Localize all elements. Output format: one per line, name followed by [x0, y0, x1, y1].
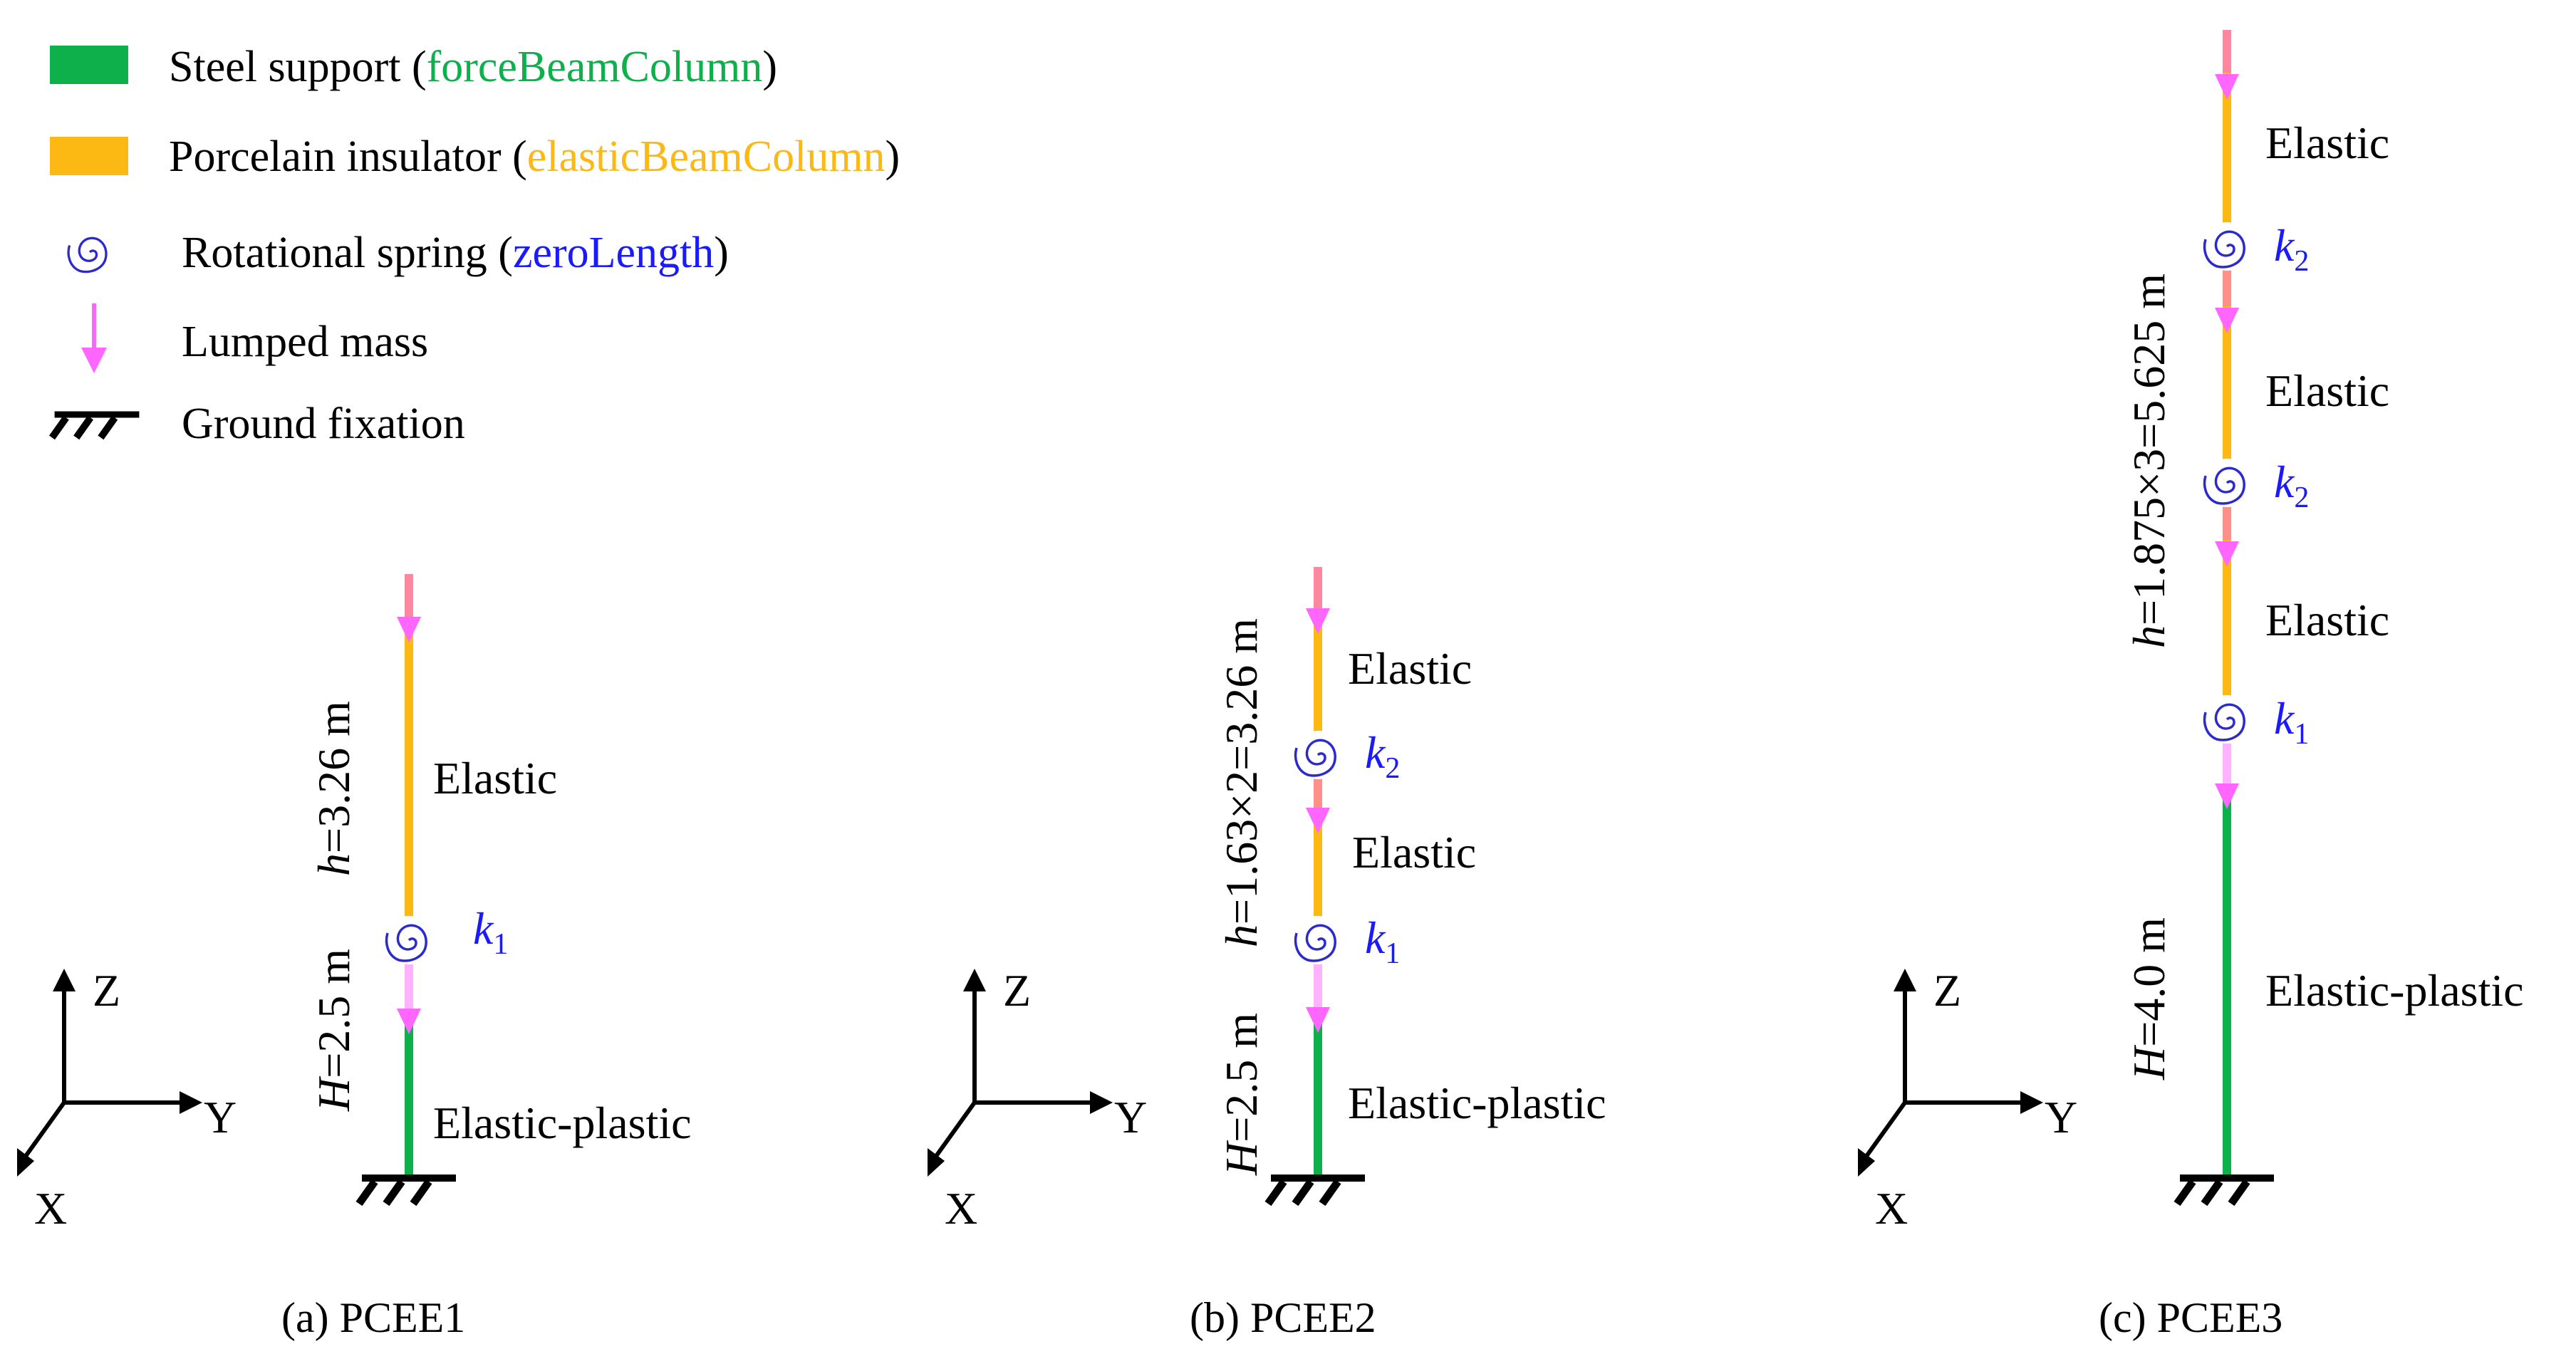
legend-steel-element: forceBeamColumn: [427, 43, 763, 91]
legend-spring-text: Rotational spring (: [182, 229, 513, 277]
model-pcee3: Z Y X k2 k2 k1 Elastic Elastic Elastic E…: [1858, 30, 2524, 1341]
caption-c: (c) PCEE3: [2099, 1294, 2282, 1341]
coordinate-axes-a: Z Y X: [17, 965, 237, 1234]
lumped-mass-arrow: [2215, 541, 2239, 567]
segment-label-elastic: Elastic: [2265, 118, 2389, 168]
legend-porcelain-element: elasticBeamColumn: [527, 132, 886, 181]
ground-fixation-icon: [1268, 1174, 1365, 1204]
segment-label-elastic: Elastic: [1352, 827, 1476, 877]
legend-porcelain-text: Porcelain insulator (: [169, 132, 527, 181]
lumped-mass-arrow: [1306, 1007, 1330, 1033]
porcelain-segment: [405, 574, 413, 937]
dimension-lower-c: H=4.0 m: [2124, 917, 2174, 1080]
porcelain-color-swatch: [50, 137, 128, 175]
lumped-mass-arrow: [397, 617, 421, 642]
lumped-mass-arrow: [2215, 308, 2239, 333]
svg-text:Steel support (forceBeamColumn: Steel support (forceBeamColumn): [169, 43, 777, 91]
dimension-upper-b: h=1.63×2=3.26 m: [1216, 618, 1267, 947]
spiral-spring-icon: [2201, 457, 2253, 509]
legend: Steel support (forceBeamColumn) Porcelai…: [50, 43, 900, 448]
spiral-spring-icon: [1292, 915, 1344, 966]
legend-mass-text: Lumped mass: [182, 318, 428, 366]
porcelain-tip: [2223, 30, 2231, 73]
porcelain-tip: [1314, 567, 1322, 610]
svg-text:Porcelain insulator (elasticBe: Porcelain insulator (elasticBeamColumn): [169, 132, 900, 181]
dimension-upper-a: h=3.26 m: [308, 701, 359, 876]
model-pcee2: Z Y X k2 k1 Elastic Elastic Elastic-plas…: [928, 567, 1606, 1341]
segment-label-elastic: Elastic: [2265, 595, 2389, 645]
dimension-lower-b: H=2.5 m: [1216, 1013, 1267, 1176]
legend-steel-text: Steel support (: [169, 43, 427, 91]
steel-segment: [405, 1014, 413, 1175]
spring-label-k1: k1: [473, 903, 508, 961]
ground-fixation-icon: [2177, 1174, 2274, 1204]
coordinate-axes-b: Z Y X: [928, 965, 1147, 1234]
spiral-spring-icon: [2201, 221, 2253, 272]
axis-y-label: Y: [204, 1092, 237, 1142]
legend-spring-element: zeroLength: [513, 229, 714, 277]
lumped-mass-arrow: [397, 1009, 421, 1034]
legend-item-ground: Ground fixation: [52, 400, 465, 448]
spiral-spring-icon: [66, 228, 114, 276]
legend-item-porcelain: Porcelain insulator (elasticBeamColumn): [50, 132, 900, 181]
down-arrow-icon: [81, 303, 107, 373]
model-pcee1: Z Y X k1 Elastic Elastic-plastic h=3.26 …: [17, 574, 692, 1341]
lumped-mass-arrow: [2215, 783, 2239, 809]
axis-y-label: Y: [2045, 1092, 2077, 1142]
porcelain-tip: [405, 574, 413, 617]
spiral-spring-icon: [383, 915, 435, 966]
axis-x-label: X: [1875, 1183, 1908, 1234]
segment-label-elastic: Elastic: [2265, 365, 2389, 416]
lumped-mass-arrow: [2215, 74, 2239, 100]
steel-segment: [2223, 799, 2231, 1175]
legend-item-steel: Steel support (forceBeamColumn): [50, 43, 777, 91]
spring-label-k2: k2: [2274, 220, 2309, 278]
steel-color-swatch: [50, 46, 128, 84]
svg-text:Rotational spring (zeroLength): Rotational spring (zeroLength): [182, 229, 729, 277]
spiral-spring-icon: [2201, 694, 2253, 745]
ground-fixation-icon: [52, 412, 139, 438]
lumped-mass-arrow: [1306, 808, 1330, 833]
caption-b: (b) PCEE2: [1190, 1294, 1376, 1341]
dimension-upper-c: h=1.875×3=5.625 m: [2124, 274, 2174, 648]
spring-label-k2: k2: [1365, 727, 1400, 785]
steel-segment: [1314, 1014, 1322, 1175]
axis-z-label: Z: [93, 965, 120, 1016]
lumped-mass-arrow: [1306, 608, 1330, 634]
spiral-spring-icon: [1292, 729, 1344, 781]
ground-fixation-icon: [359, 1174, 456, 1204]
spring-label-k2: k2: [2274, 457, 2309, 514]
segment-label-elastic-plastic: Elastic-plastic: [2265, 965, 2524, 1016]
segment-label-elastic-plastic: Elastic-plastic: [1348, 1078, 1606, 1128]
caption-a: (a) PCEE1: [281, 1294, 465, 1341]
legend-ground-text: Ground fixation: [182, 400, 465, 448]
porcelain-segment: [2223, 30, 2231, 719]
legend-item-spring: Rotational spring (zeroLength): [66, 228, 729, 277]
segment-label-elastic-plastic: Elastic-plastic: [433, 1098, 692, 1148]
dimension-lower-a: H=2.5 m: [308, 949, 359, 1112]
axis-z-label: Z: [1003, 965, 1031, 1016]
axis-x-label: X: [945, 1183, 977, 1234]
axis-y-label: Y: [1114, 1092, 1147, 1142]
coordinate-axes-c: Z Y X: [1858, 965, 2077, 1234]
axis-z-label: Z: [1933, 965, 1961, 1016]
segment-label-elastic: Elastic: [433, 753, 557, 803]
legend-item-mass: Lumped mass: [81, 303, 428, 373]
segment-label-elastic: Elastic: [1348, 643, 1472, 694]
spring-label-k1: k1: [1365, 912, 1400, 970]
spring-label-k1: k1: [2274, 693, 2309, 751]
axis-x-label: X: [34, 1183, 67, 1234]
